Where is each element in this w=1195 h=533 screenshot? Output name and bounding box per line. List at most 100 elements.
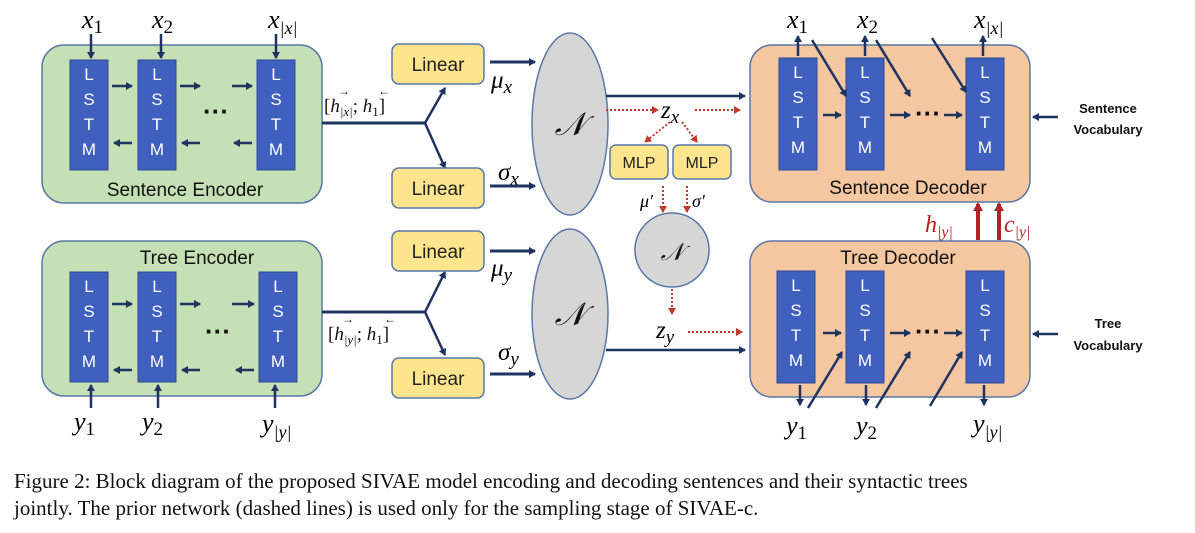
- encoder-state-label: [h|x|; h1]: [324, 96, 385, 119]
- split-arrow: [423, 122, 447, 169]
- lstm-letter: S: [859, 88, 870, 107]
- lstm-cell: [965, 57, 1005, 171]
- sigma-prime-label: σ′: [692, 191, 706, 211]
- lstm-letter: M: [82, 352, 96, 371]
- feedback-arrow: [806, 351, 844, 409]
- caption-line: Figure 2: Block diagram of the proposed …: [14, 469, 968, 493]
- lstm-letter: T: [860, 326, 870, 345]
- lstm-cell: [137, 59, 177, 171]
- lstm-letter: T: [152, 115, 162, 134]
- lstm-letter: M: [789, 351, 803, 370]
- lstm-letter: T: [152, 327, 162, 346]
- lstm-cell: [256, 59, 296, 171]
- lstm-cell: [965, 270, 1005, 384]
- lstm-letter: L: [860, 276, 869, 295]
- normal-distribution-y: 𝒩: [531, 228, 609, 400]
- lstm-cell: [69, 271, 109, 383]
- lstm-cell: [778, 57, 818, 171]
- encoder-state-label: [h|y|; h1]: [328, 324, 389, 347]
- lstm-letter: T: [271, 115, 281, 134]
- sigma-x-label: σx: [498, 159, 519, 190]
- lstm-letter: T: [791, 326, 801, 345]
- output-token: x2: [856, 5, 878, 38]
- lstm-letter: S: [83, 90, 94, 109]
- block-label: Sentence Encoder: [107, 180, 264, 201]
- feedback-arrow: [874, 39, 912, 97]
- block-label: Tree Encoder: [140, 248, 255, 269]
- forward-vector-accent: →: [342, 312, 354, 326]
- lstm-cell: [845, 270, 885, 384]
- svg-text:Linear: Linear: [412, 55, 465, 76]
- output-token: y1: [783, 411, 807, 444]
- sigma-y-label: σy: [498, 339, 519, 370]
- ellipsis: ···: [915, 98, 941, 128]
- lstm-letter: L: [84, 65, 93, 84]
- lstm-letter: T: [980, 113, 990, 132]
- split-arrow: [423, 311, 447, 356]
- figure-caption: Figure 2: Block diagram of the proposed …: [14, 468, 1189, 522]
- lstm-letter: M: [858, 138, 872, 157]
- svg-text:Linear: Linear: [412, 179, 465, 200]
- hidden-state-label: h|y|: [925, 212, 953, 241]
- tree-encoder-block: [41, 240, 323, 397]
- forward-vector-accent: →: [338, 84, 350, 98]
- ellipsis: ···: [203, 96, 229, 126]
- mu-y-label: μy: [490, 255, 513, 286]
- lstm-letter: S: [790, 301, 801, 320]
- input-token: y1: [71, 407, 95, 440]
- lstm-letter: S: [83, 302, 94, 321]
- mlp-mu: MLP: [609, 144, 669, 180]
- split-arrow: [423, 87, 447, 124]
- tree-vocabulary-label: Vocabulary: [1073, 338, 1143, 353]
- input-token: y|y|: [259, 409, 291, 442]
- lstm-letter: M: [269, 140, 283, 159]
- lstm-letter: S: [151, 90, 162, 109]
- lstm-letter: M: [978, 351, 992, 370]
- ellipsis: ···: [915, 316, 941, 346]
- split-arrow: [423, 271, 447, 313]
- output-token: y|y|: [970, 409, 1002, 442]
- lstm-letter: M: [150, 352, 164, 371]
- feedback-arrow: [810, 39, 848, 97]
- lstm-cell: [137, 271, 177, 383]
- normal-distribution-x: 𝒩: [531, 32, 609, 216]
- lstm-cell: [69, 59, 109, 171]
- lstm-cell: [845, 57, 885, 171]
- lstm-letter: L: [152, 277, 161, 296]
- lstm-letter: S: [979, 301, 990, 320]
- lstm-letter: M: [858, 351, 872, 370]
- lstm-letter: T: [84, 115, 94, 134]
- lstm-letter: S: [270, 90, 281, 109]
- cell-state-label: c|y|: [1004, 212, 1031, 241]
- svg-text:MLP: MLP: [623, 155, 656, 172]
- z-x-label: zx: [660, 97, 680, 128]
- block-label: Tree Decoder: [840, 248, 956, 269]
- lstm-cell: [258, 271, 298, 383]
- lstm-letter: L: [791, 276, 800, 295]
- lstm-letter: L: [84, 277, 93, 296]
- lstm-letter: M: [150, 140, 164, 159]
- lstm-letter: M: [791, 138, 805, 157]
- mu-prime-label: μ′: [639, 191, 654, 211]
- lstm-letter: L: [980, 63, 989, 82]
- lstm-letter: T: [84, 327, 94, 346]
- lstm-letter: S: [859, 301, 870, 320]
- feedback-arrow: [928, 351, 964, 407]
- lstm-letter: T: [980, 326, 990, 345]
- lstm-letter: M: [82, 140, 96, 159]
- mlp-sigma: MLP: [672, 144, 732, 180]
- output-token: x|x|: [973, 5, 1003, 38]
- lstm-letter: L: [152, 65, 161, 84]
- z-y-label: zy: [655, 317, 675, 348]
- input-token: x2: [151, 5, 173, 38]
- lstm-letter: S: [979, 88, 990, 107]
- input-token: x|x|: [267, 5, 297, 38]
- lstm-cell: [776, 270, 816, 384]
- sentence-vocabulary-label: Vocabulary: [1073, 122, 1143, 137]
- svg-text:MLP: MLP: [686, 155, 719, 172]
- feedback-arrow: [930, 37, 968, 93]
